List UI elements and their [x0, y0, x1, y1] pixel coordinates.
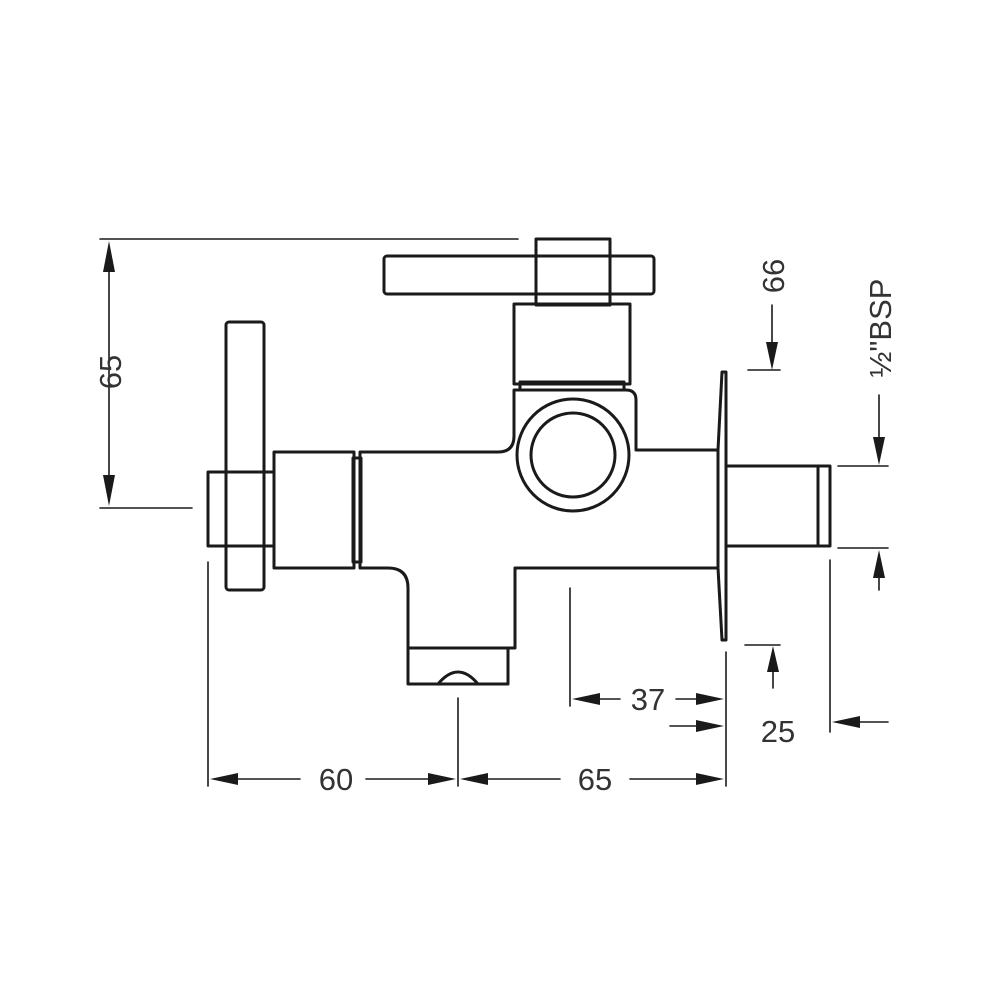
outlet-port-inner — [529, 411, 617, 499]
dim-height-left-label: 65 — [93, 355, 128, 389]
left-bonnet — [272, 450, 356, 570]
dim-right-width-label: 65 — [578, 762, 612, 797]
dim-bottom-widths: 60 65 — [207, 561, 727, 797]
left-bonnet-nut — [351, 456, 363, 564]
dim-outlet-offset-label: 25 — [761, 714, 795, 749]
outlet-port-outer — [515, 397, 631, 513]
threaded-inlet — [724, 464, 832, 548]
dim-inlet-depth: 37 — [569, 587, 724, 717]
left-handle — [206, 320, 276, 592]
top-bonnet — [512, 302, 632, 386]
dim-left-width-label: 60 — [319, 762, 353, 797]
main-body-outline — [358, 388, 720, 650]
dim-thread-label: ½"BSP — [863, 279, 898, 378]
dim-top-offset-label: 66 — [756, 259, 791, 293]
dim-top-offset: 66 — [747, 259, 791, 371]
dim-outlet-offset: 25 — [669, 559, 889, 749]
bottom-outlet — [406, 646, 510, 686]
dim-inlet-depth-label: 37 — [631, 682, 665, 717]
valve-body — [206, 237, 832, 686]
top-handle — [382, 237, 656, 307]
wall-flange — [701, 370, 728, 642]
dim-thread: ½"BSP — [837, 279, 898, 591]
dim-height-left: 65 — [93, 238, 519, 509]
